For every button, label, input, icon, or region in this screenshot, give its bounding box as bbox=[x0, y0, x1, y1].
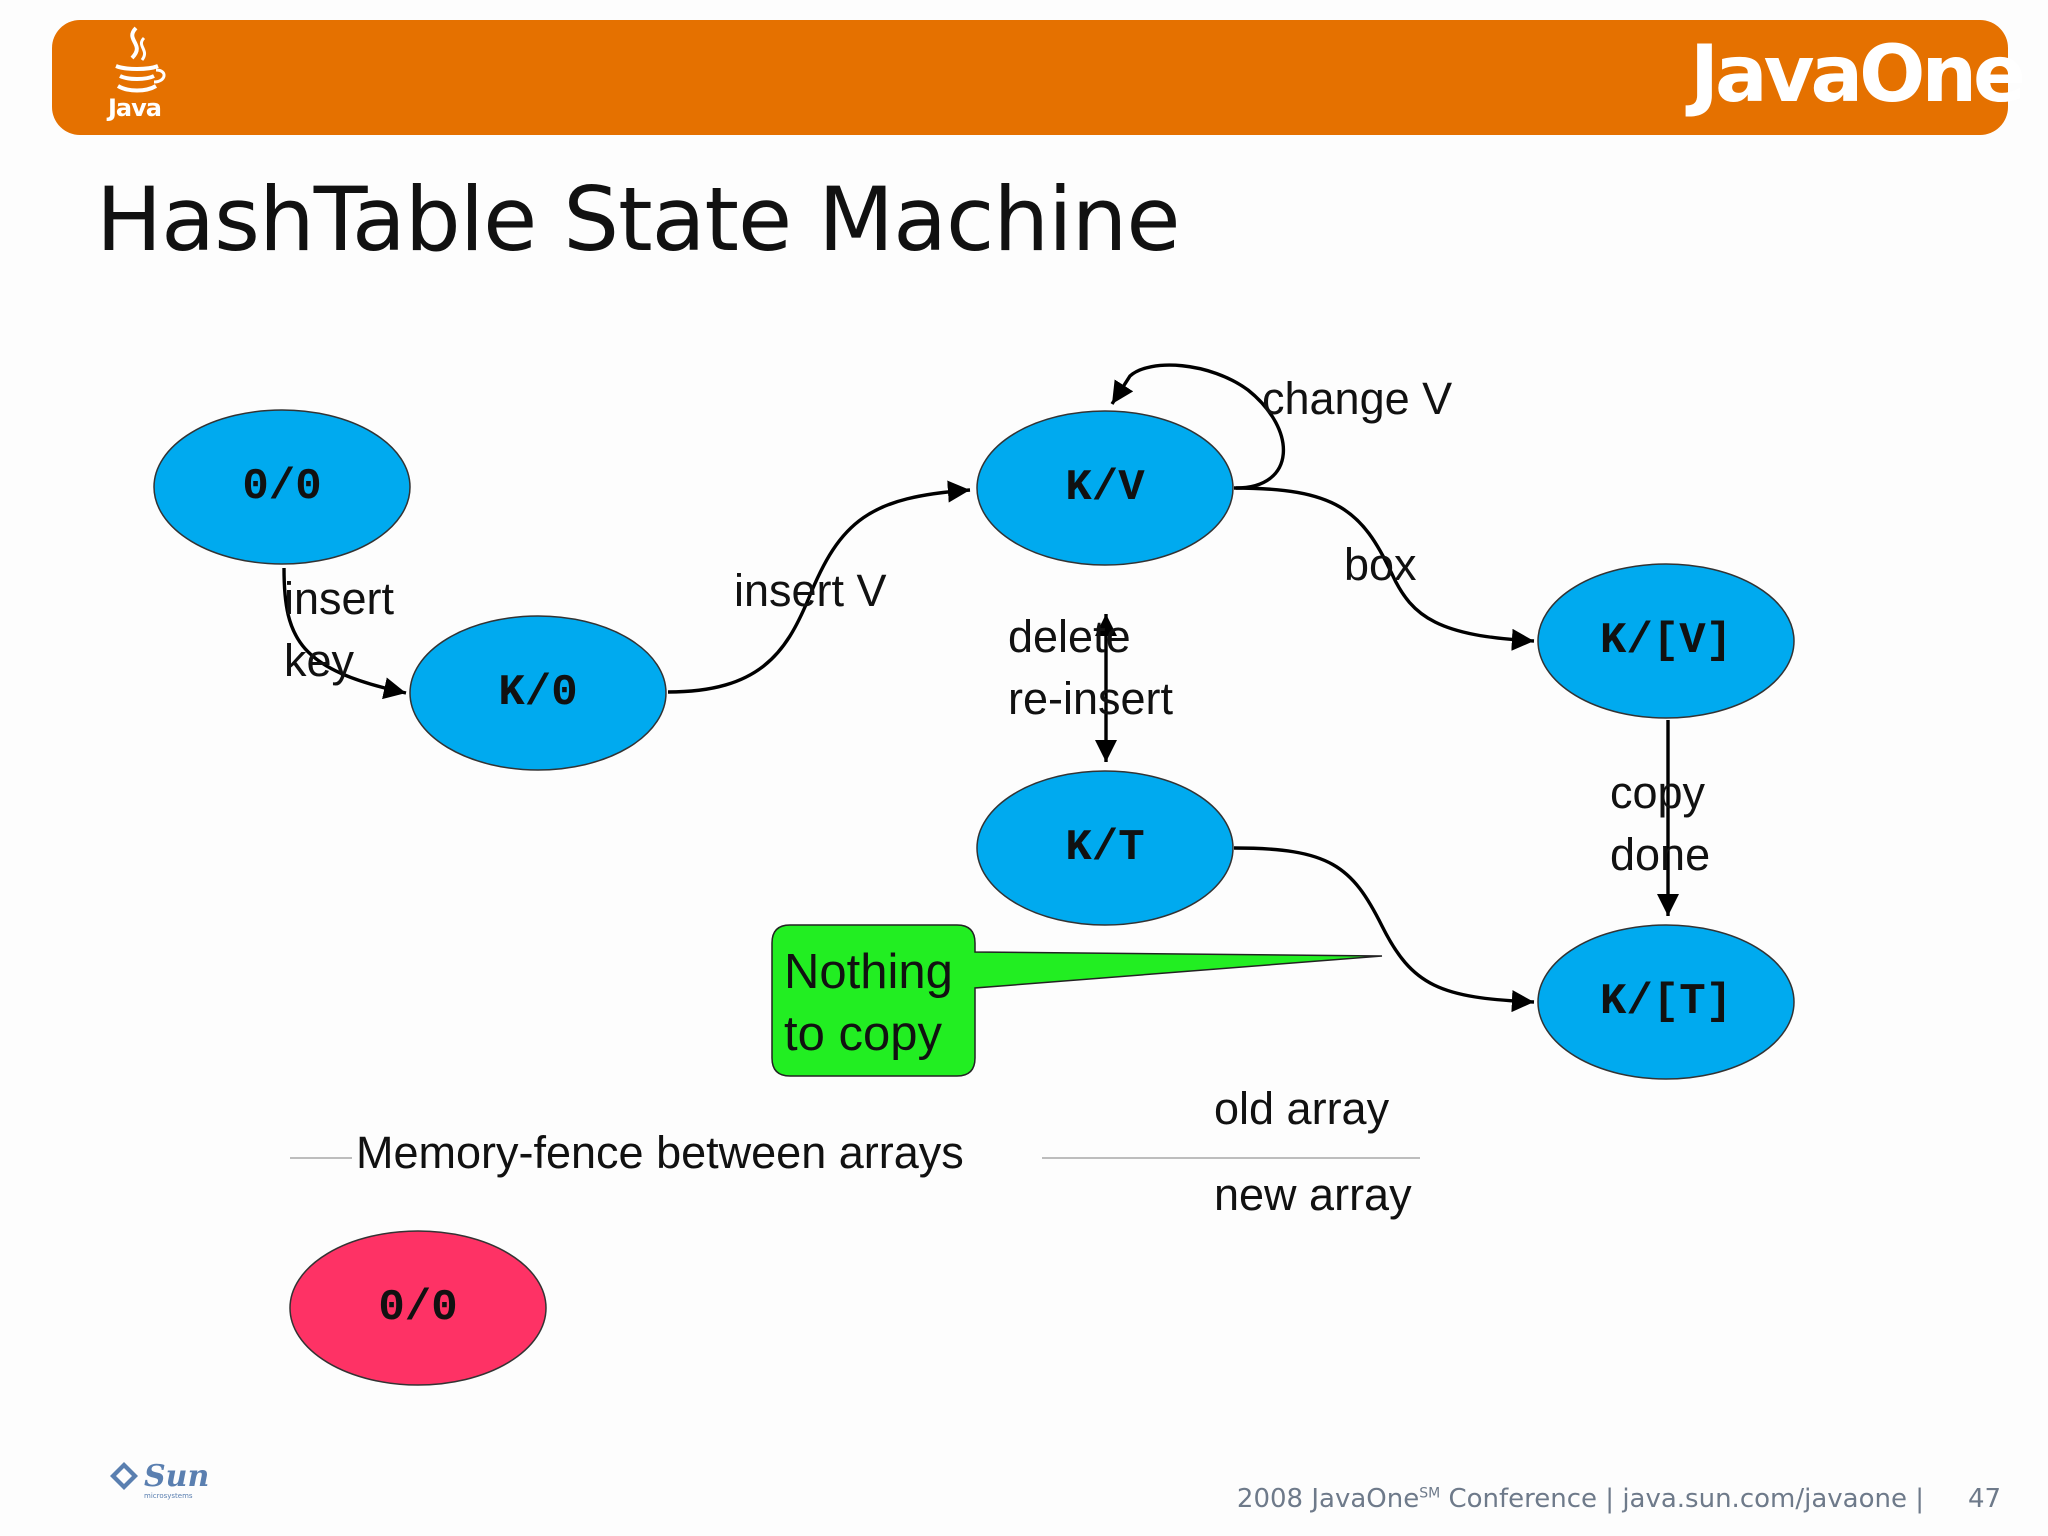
state-0-0 bbox=[153, 409, 411, 565]
state-k-v bbox=[976, 410, 1234, 566]
state-label: 0/0 bbox=[378, 1283, 457, 1333]
state-label: K/0 bbox=[498, 668, 577, 718]
edge-label: change V bbox=[1262, 373, 1452, 424]
sun-logo-subtext: microsystems bbox=[144, 1492, 193, 1500]
new-array-label: new array bbox=[1214, 1169, 1412, 1220]
footer-servicemark: SM bbox=[1419, 1485, 1441, 1502]
svg-text:Nothing: Nothing bbox=[784, 945, 953, 999]
java-cup-icon bbox=[115, 26, 166, 93]
state-k-boxed-v bbox=[1537, 563, 1795, 719]
sun-microsystems-logo: Sun microsystems bbox=[110, 1459, 209, 1500]
edge-insert-key bbox=[282, 567, 407, 700]
new-array-state-0-0 bbox=[289, 1230, 547, 1386]
edge-insert-v bbox=[667, 480, 971, 694]
javaone-trademark: ™ bbox=[1950, 60, 1961, 73]
edge-label: insert bbox=[284, 573, 395, 624]
edge-box bbox=[1233, 486, 1535, 651]
edge-kt-to-kbt bbox=[1233, 846, 1535, 1013]
edge-label: delete bbox=[1008, 611, 1131, 662]
fence-label-mask bbox=[352, 1130, 1042, 1184]
state-label: K/V bbox=[1065, 463, 1145, 513]
edge-label: copy bbox=[1610, 767, 1706, 818]
edge-label: insert V bbox=[734, 565, 887, 616]
state-label: 0/0 bbox=[242, 462, 321, 512]
state-label: K/[T] bbox=[1600, 977, 1732, 1027]
edge-label: key bbox=[284, 635, 355, 686]
slide-title: HashTable State Machine bbox=[96, 168, 1181, 271]
edge-label: re-insert bbox=[1008, 673, 1174, 724]
footer-conference: 2008 JavaOne bbox=[1236, 1484, 1420, 1514]
edge-label: box bbox=[1344, 539, 1417, 590]
state-label: K/[V] bbox=[1600, 616, 1732, 666]
svg-text:to copy: to copy bbox=[784, 1007, 942, 1061]
memory-fence-label: Memory-fence between arrays bbox=[356, 1127, 964, 1178]
nothing-to-copy-callout bbox=[771, 924, 1383, 1077]
old-array-label: old array bbox=[1214, 1083, 1390, 1134]
javaone-logo: JavaOne bbox=[1690, 30, 2026, 120]
header-banner bbox=[52, 20, 2008, 135]
sun-logo-text: Sun bbox=[144, 1459, 209, 1494]
footer-text: 2008 JavaOneSM Conference | java.sun.com… bbox=[1237, 1484, 1924, 1514]
state-k-0 bbox=[409, 615, 667, 771]
callout-line-1: Nothing bbox=[784, 945, 953, 999]
state-k-boxed-t bbox=[1537, 924, 1795, 1080]
java-logo-text: Java bbox=[108, 94, 162, 122]
page-number: 47 bbox=[1968, 1484, 2002, 1514]
state-label: K/T bbox=[1065, 823, 1144, 873]
edge-label: done bbox=[1610, 829, 1710, 880]
callout-line-2: to copy bbox=[784, 1007, 942, 1061]
edge-change-v-loop bbox=[1110, 363, 1285, 490]
footer-url: Conference | java.sun.com/javaone | bbox=[1440, 1484, 1924, 1514]
state-k-t bbox=[976, 770, 1234, 926]
